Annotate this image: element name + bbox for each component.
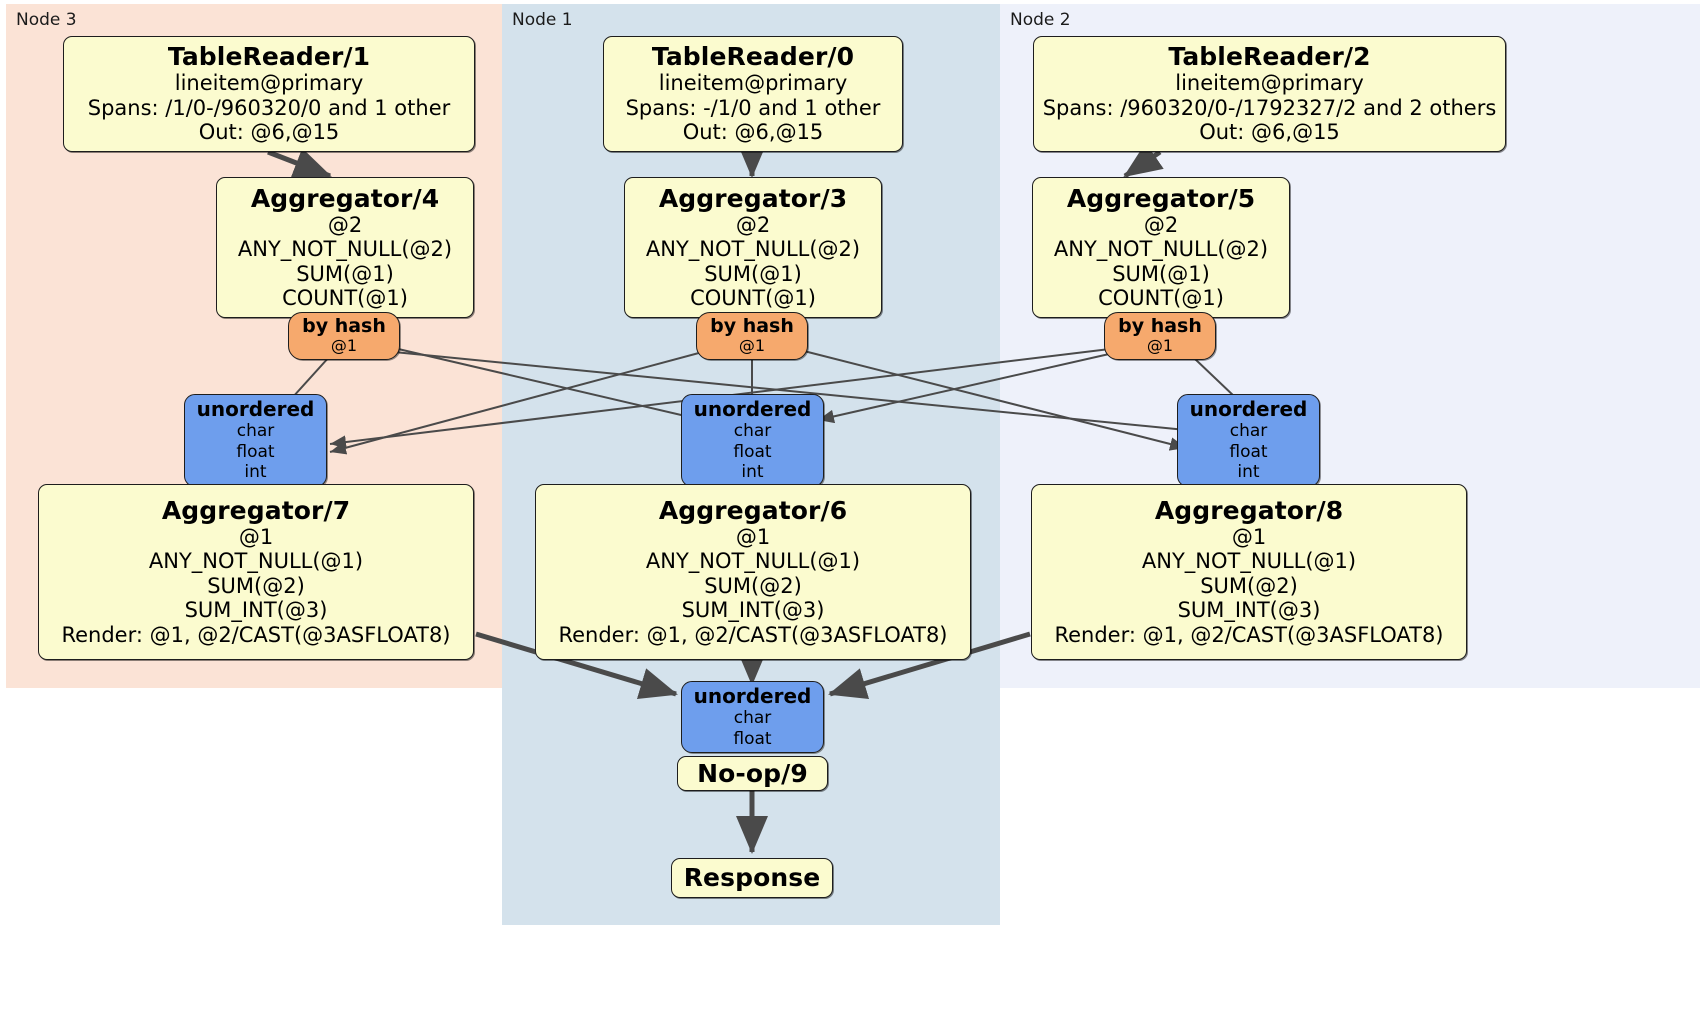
processor-tablereader-1[interactable]: TableReader/1 lineitem@primary Spans: /1… (63, 36, 475, 152)
router-line: int (1237, 462, 1260, 483)
processor-line: @2 (1143, 212, 1179, 237)
router-title: unordered (693, 397, 812, 422)
processor-title: TableReader/0 (651, 42, 855, 72)
processor-title: Aggregator/5 (1066, 183, 1256, 213)
processor-title: Response (683, 863, 821, 892)
processor-title: TableReader/1 (167, 42, 371, 72)
input-synchronizer-unordered-mid[interactable]: unordered char float int (681, 394, 824, 487)
processor-line: Spans: -/1/0 and 1 other (625, 95, 881, 120)
processor-line: SUM(@2) (704, 573, 802, 598)
router-line: @1 (738, 336, 766, 356)
processor-line: COUNT(@1) (1098, 285, 1224, 310)
router-line: int (244, 462, 267, 483)
processor-aggregator-8[interactable]: Aggregator/8 @1 ANY_NOT_NULL(@1) SUM(@2)… (1031, 484, 1467, 660)
processor-response[interactable]: Response (671, 858, 833, 898)
router-line: float (1229, 441, 1268, 462)
router-title: by hash (1118, 315, 1202, 338)
processor-line: @2 (735, 212, 771, 237)
router-line: float (733, 728, 772, 749)
processor-line: @1 (238, 525, 274, 550)
processor-line: Render: @1, @2/CAST(@3ASFLOAT8) (1054, 622, 1444, 647)
processor-line: SUM(@1) (704, 261, 802, 286)
processor-aggregator-4[interactable]: Aggregator/4 @2 ANY_NOT_NULL(@2) SUM(@1)… (216, 177, 474, 318)
panel-node-2-label: Node 2 (1010, 10, 1071, 30)
processor-line: lineitem@primary (174, 71, 364, 96)
router-line: float (236, 441, 275, 462)
processor-line: Spans: /1/0-/960320/0 and 1 other (87, 95, 451, 120)
processor-aggregator-3[interactable]: Aggregator/3 @2 ANY_NOT_NULL(@2) SUM(@1)… (624, 177, 882, 318)
processor-line: lineitem@primary (658, 71, 848, 96)
processor-line: SUM_INT(@3) (681, 598, 825, 623)
processor-line: ANY_NOT_NULL(@2) (645, 237, 861, 262)
panel-node-3-label: Node 3 (16, 10, 77, 30)
processor-line: @2 (327, 212, 363, 237)
router-line: char (236, 421, 275, 442)
processor-title: Aggregator/6 (658, 496, 848, 526)
output-router-by-hash-mid[interactable]: by hash @1 (696, 312, 808, 360)
router-line: char (1229, 421, 1268, 442)
router-line: @1 (330, 336, 358, 356)
router-line: @1 (1146, 336, 1174, 356)
router-line: int (741, 462, 764, 483)
processor-line: SUM_INT(@3) (184, 598, 328, 623)
router-line: char (733, 708, 772, 729)
processor-line: Render: @1, @2/CAST(@3ASFLOAT8) (61, 622, 451, 647)
processor-title: TableReader/2 (1168, 42, 1371, 72)
processor-tablereader-0[interactable]: TableReader/0 lineitem@primary Spans: -/… (603, 36, 903, 152)
router-title: unordered (196, 397, 315, 422)
router-title: unordered (1189, 397, 1308, 422)
processor-aggregator-5[interactable]: Aggregator/5 @2 ANY_NOT_NULL(@2) SUM(@1)… (1032, 177, 1290, 318)
processor-line: SUM_INT(@3) (1177, 598, 1321, 623)
processor-line: Out: @6,@15 (1199, 120, 1340, 145)
processor-line: SUM(@2) (207, 573, 305, 598)
processor-title: Aggregator/7 (161, 496, 351, 526)
processor-line: COUNT(@1) (282, 285, 408, 310)
input-synchronizer-unordered-final[interactable]: unordered char float (681, 681, 824, 753)
processor-line: Render: @1, @2/CAST(@3ASFLOAT8) (558, 622, 948, 647)
processor-line: Out: @6,@15 (198, 120, 340, 145)
processor-title: Aggregator/3 (658, 183, 848, 213)
processor-line: ANY_NOT_NULL(@2) (237, 237, 453, 262)
processor-title: Aggregator/4 (250, 183, 440, 213)
processor-title: No-op/9 (697, 758, 808, 788)
processor-line: SUM(@2) (1200, 573, 1298, 598)
processor-line: @1 (1231, 525, 1267, 550)
processor-line: ANY_NOT_NULL(@1) (148, 549, 364, 574)
processor-aggregator-6[interactable]: Aggregator/6 @1 ANY_NOT_NULL(@1) SUM(@2)… (535, 484, 971, 660)
input-synchronizer-unordered-left[interactable]: unordered char float int (184, 394, 327, 487)
processor-line: ANY_NOT_NULL(@2) (1053, 237, 1269, 262)
processor-tablereader-2[interactable]: TableReader/2 lineitem@primary Spans: /9… (1033, 36, 1506, 152)
processor-aggregator-7[interactable]: Aggregator/7 @1 ANY_NOT_NULL(@1) SUM(@2)… (38, 484, 474, 660)
input-synchronizer-unordered-right[interactable]: unordered char float int (1177, 394, 1320, 487)
processor-line: lineitem@primary (1175, 71, 1364, 96)
output-router-by-hash-right[interactable]: by hash @1 (1104, 312, 1216, 360)
processor-line: SUM(@1) (296, 261, 394, 286)
processor-line: Spans: /960320/0-/1792327/2 and 2 others (1042, 95, 1497, 120)
processor-title: Aggregator/8 (1154, 496, 1344, 526)
output-router-by-hash-left[interactable]: by hash @1 (288, 312, 400, 360)
router-title: unordered (693, 684, 812, 709)
processor-line: @1 (735, 525, 771, 550)
router-line: char (733, 421, 772, 442)
processor-noop-9[interactable]: No-op/9 (677, 756, 828, 791)
router-title: by hash (710, 315, 794, 338)
panel-node-1-label: Node 1 (512, 10, 573, 30)
processor-line: Out: @6,@15 (682, 120, 824, 145)
processor-line: ANY_NOT_NULL(@1) (645, 549, 861, 574)
processor-line: SUM(@1) (1112, 261, 1210, 286)
processor-line: ANY_NOT_NULL(@1) (1141, 549, 1357, 574)
router-title: by hash (302, 315, 386, 338)
processor-line: COUNT(@1) (690, 285, 816, 310)
router-line: float (733, 441, 772, 462)
